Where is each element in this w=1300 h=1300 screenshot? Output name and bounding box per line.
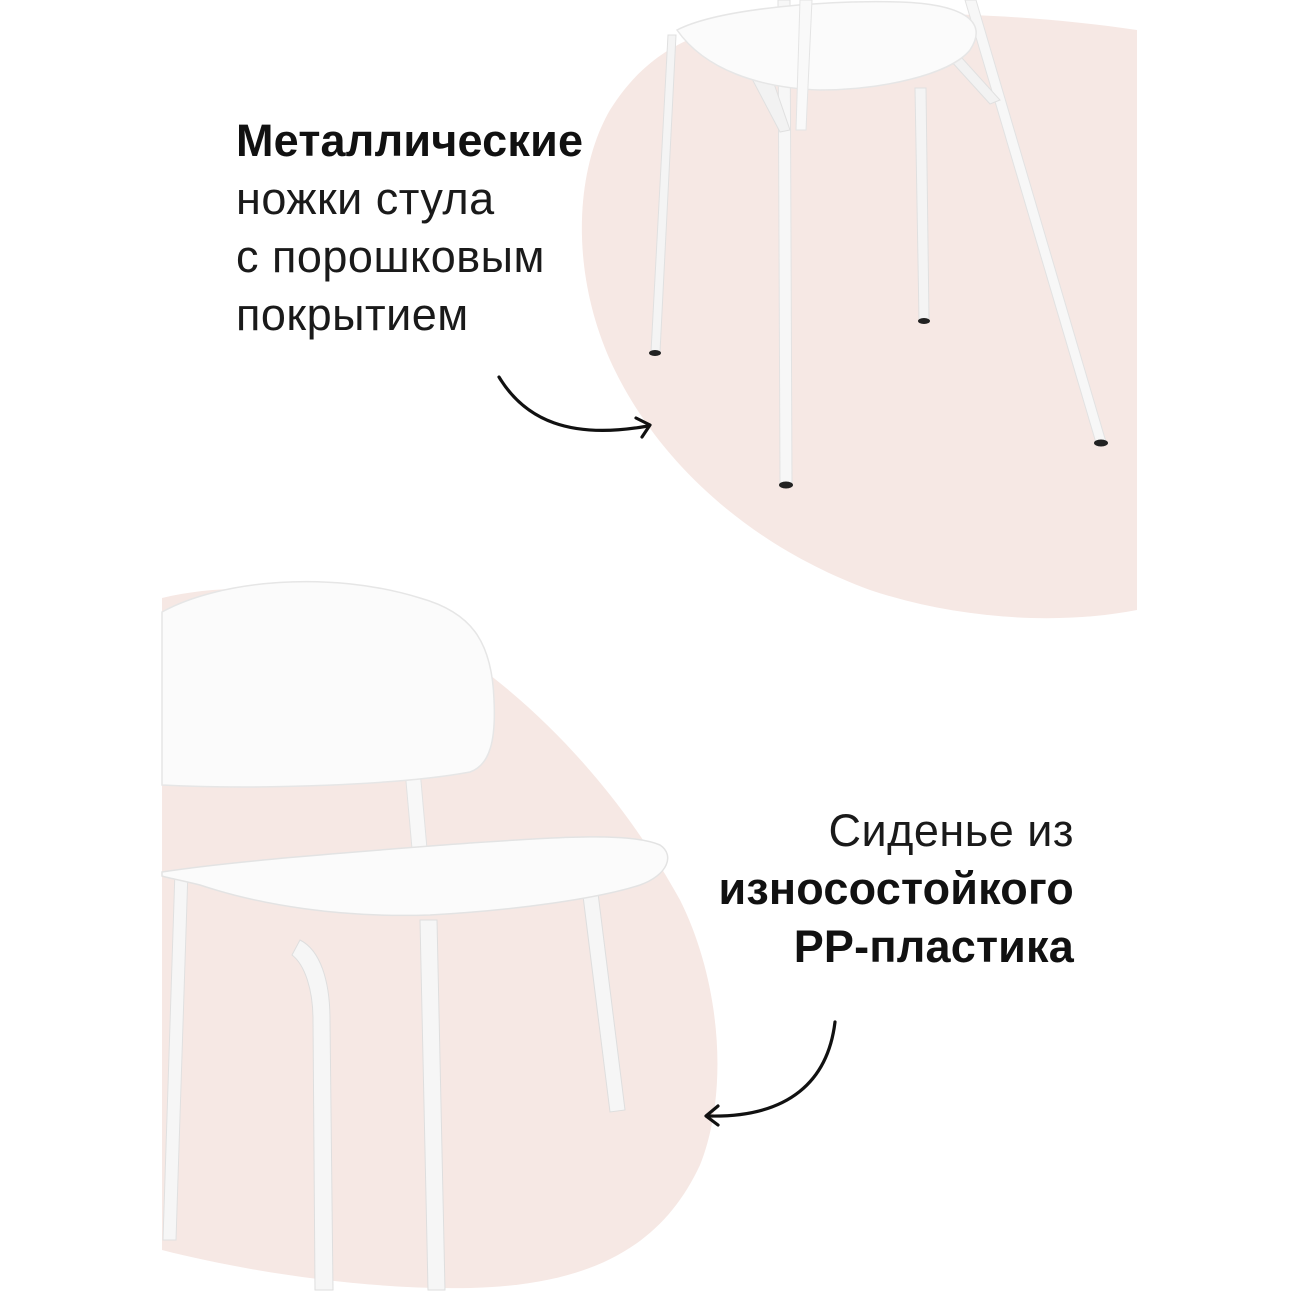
caption-line: Сиденье из [828,805,1074,856]
bottom-chair-seat [161,836,669,917]
caption-line-headline: Металлические [236,115,584,166]
top-chair-legs [649,0,1108,489]
caption-line: с порошковым [236,231,545,282]
caption-line-headline: износостойкого [718,863,1074,914]
top-pink-blob [581,13,1137,619]
seat-feature-caption: Сиденье из износостойкого PP-пластика [718,802,1074,976]
legs-feature-caption: Металлические ножки стула с порошковым п… [236,112,583,344]
curved-arrow-left-icon [706,1020,837,1118]
caption-line: ножки стула [236,173,495,224]
curved-arrow-right-icon [497,375,650,433]
bottom-chair-backrest [161,580,496,788]
bottom-chair [161,580,669,1291]
caption-line-headline: PP-пластика [793,921,1074,972]
caption-line: покрытием [236,289,469,340]
